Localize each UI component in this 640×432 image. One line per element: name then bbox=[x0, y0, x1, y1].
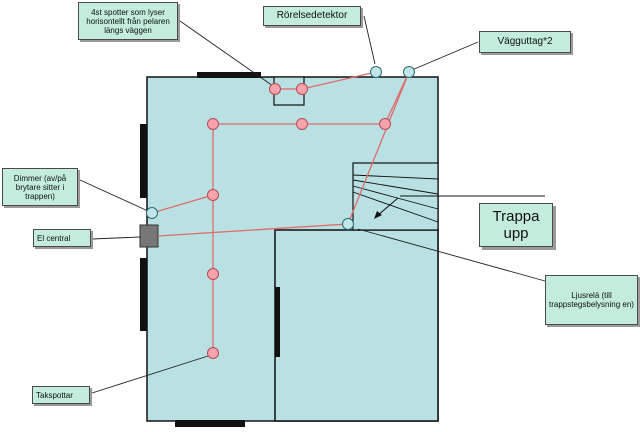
leader-lines bbox=[79, 15, 546, 394]
ceiling-spots bbox=[207, 83, 391, 359]
window-bottom bbox=[175, 420, 245, 427]
spot bbox=[269, 83, 281, 95]
label-motion-detector: Rörelsedetektor bbox=[263, 6, 361, 26]
wall-outlet bbox=[403, 66, 415, 78]
spot bbox=[207, 268, 219, 280]
motion-detector bbox=[370, 66, 382, 78]
label-el-central: El central bbox=[33, 229, 91, 247]
window-left-upper bbox=[140, 124, 147, 198]
staircase bbox=[352, 162, 439, 231]
stair-arrow-head bbox=[374, 211, 382, 219]
window-left-lower bbox=[140, 258, 147, 331]
label-takspottar: Takspottar bbox=[32, 386, 90, 404]
spot bbox=[207, 189, 219, 201]
spot bbox=[207, 118, 219, 130]
spot bbox=[379, 118, 391, 130]
label-four-spots: 4st spotter som lyser horisontellt från … bbox=[78, 2, 178, 40]
label-light-relay: Ljusrelä (till trappstegsbelysning en) bbox=[545, 275, 638, 325]
inner-room bbox=[274, 229, 439, 422]
light-relay bbox=[342, 218, 354, 230]
spot bbox=[296, 83, 308, 95]
label-wall-outlet: Vägguttag*2 bbox=[479, 31, 571, 53]
label-dimmer: Dimmer (av/på brytare sitter i trappen) bbox=[2, 168, 78, 206]
spot bbox=[207, 347, 219, 359]
window-inner bbox=[275, 287, 280, 357]
window-top bbox=[197, 72, 261, 78]
devices bbox=[146, 66, 415, 230]
label-trappa-upp: Trappa upp bbox=[479, 203, 553, 247]
dimmer-switch bbox=[146, 207, 158, 219]
el-central-box bbox=[139, 224, 159, 248]
stair-arrow bbox=[376, 197, 399, 217]
spot bbox=[296, 118, 308, 130]
